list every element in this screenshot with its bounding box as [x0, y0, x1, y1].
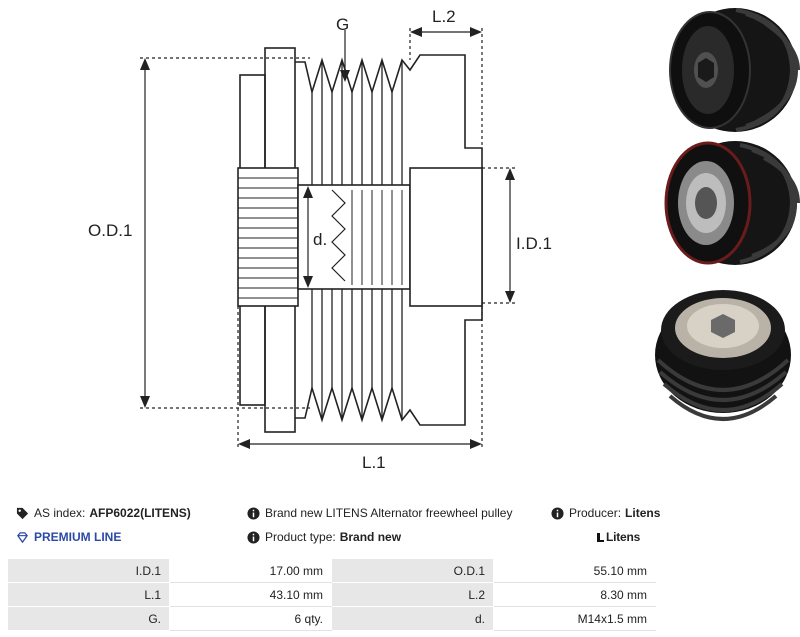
spec-value: 6 qty. — [169, 606, 332, 631]
producer: Producer: Litens — [551, 502, 660, 524]
description: Brand new LITENS Alternator freewheel pu… — [247, 502, 512, 524]
litens-logo-text: Litens — [606, 530, 641, 544]
technical-drawing: G L.2 O.D.1 I.D.1 d. L.1 — [88, 7, 552, 472]
thread-lines — [351, 190, 403, 285]
spec-value: 8.30 mm — [493, 582, 656, 607]
producer-label: Producer: — [569, 506, 622, 520]
spec-value: 17.00 mm — [169, 558, 332, 583]
label-l1: L.1 — [362, 453, 386, 472]
tag-icon — [16, 507, 29, 519]
pulley-photo-back — [664, 141, 800, 265]
diamond-icon — [17, 531, 28, 543]
as-index-label: AS index: — [34, 506, 86, 520]
premium-line: PREMIUM LINE — [16, 526, 121, 548]
description-text: Brand new LITENS Alternator freewheel pu… — [265, 506, 513, 520]
info-row-1: AS index: AFP6022(LITENS) Brand new LITE… — [0, 502, 800, 524]
spec-value: 55.10 mm — [493, 558, 656, 583]
spec-key: G. — [7, 606, 170, 631]
pulley-photo-angle — [655, 290, 791, 421]
label-g: G — [336, 15, 349, 34]
spline-lines — [238, 177, 298, 299]
spec-key: I.D.1 — [7, 558, 170, 583]
spec-table: I.D.1 17.00 mm O.D.1 55.10 mm L.1 43.10 … — [7, 558, 656, 631]
as-index: AS index: AFP6022(LITENS) — [16, 502, 191, 524]
spec-key: d. — [331, 606, 494, 631]
label-d: d. — [313, 230, 327, 249]
table-row: L.1 43.10 mm L.2 8.30 mm — [7, 582, 656, 607]
litens-logo: Litens — [596, 526, 640, 548]
label-id1: I.D.1 — [516, 234, 552, 253]
pulley-photo-front — [669, 8, 800, 132]
bearing-cap — [409, 167, 483, 307]
dimension-arrows — [140, 27, 515, 449]
spec-value: M14x1.5 mm — [493, 606, 656, 631]
as-index-value: AFP6022(LITENS) — [89, 506, 191, 520]
spline-hub — [237, 167, 299, 307]
table-row: I.D.1 17.00 mm O.D.1 55.10 mm — [7, 558, 656, 583]
product-type-value: Brand new — [339, 530, 402, 544]
spec-key: L.1 — [7, 582, 170, 607]
spec-key: O.D.1 — [331, 558, 494, 583]
label-od1: O.D.1 — [88, 221, 132, 240]
spec-value: 43.10 mm — [169, 582, 332, 607]
premium-label: PREMIUM LINE — [34, 530, 122, 544]
product-type-label: Product type: — [265, 530, 336, 544]
label-l2: L.2 — [432, 7, 456, 26]
threaded-bore — [297, 184, 411, 290]
info-row-2: PREMIUM LINE Product type: Brand new Lit… — [0, 526, 800, 548]
info-icon — [247, 506, 260, 520]
litens-logo-mark — [597, 532, 604, 542]
product-type: Product type: Brand new — [247, 526, 401, 548]
spec-key: L.2 — [331, 582, 494, 607]
info-icon — [551, 506, 564, 520]
producer-value: Litens — [625, 506, 661, 520]
table-row: G. 6 qty. d. M14x1.5 mm — [7, 606, 656, 631]
info-icon — [247, 530, 260, 544]
product-photos — [655, 8, 800, 421]
